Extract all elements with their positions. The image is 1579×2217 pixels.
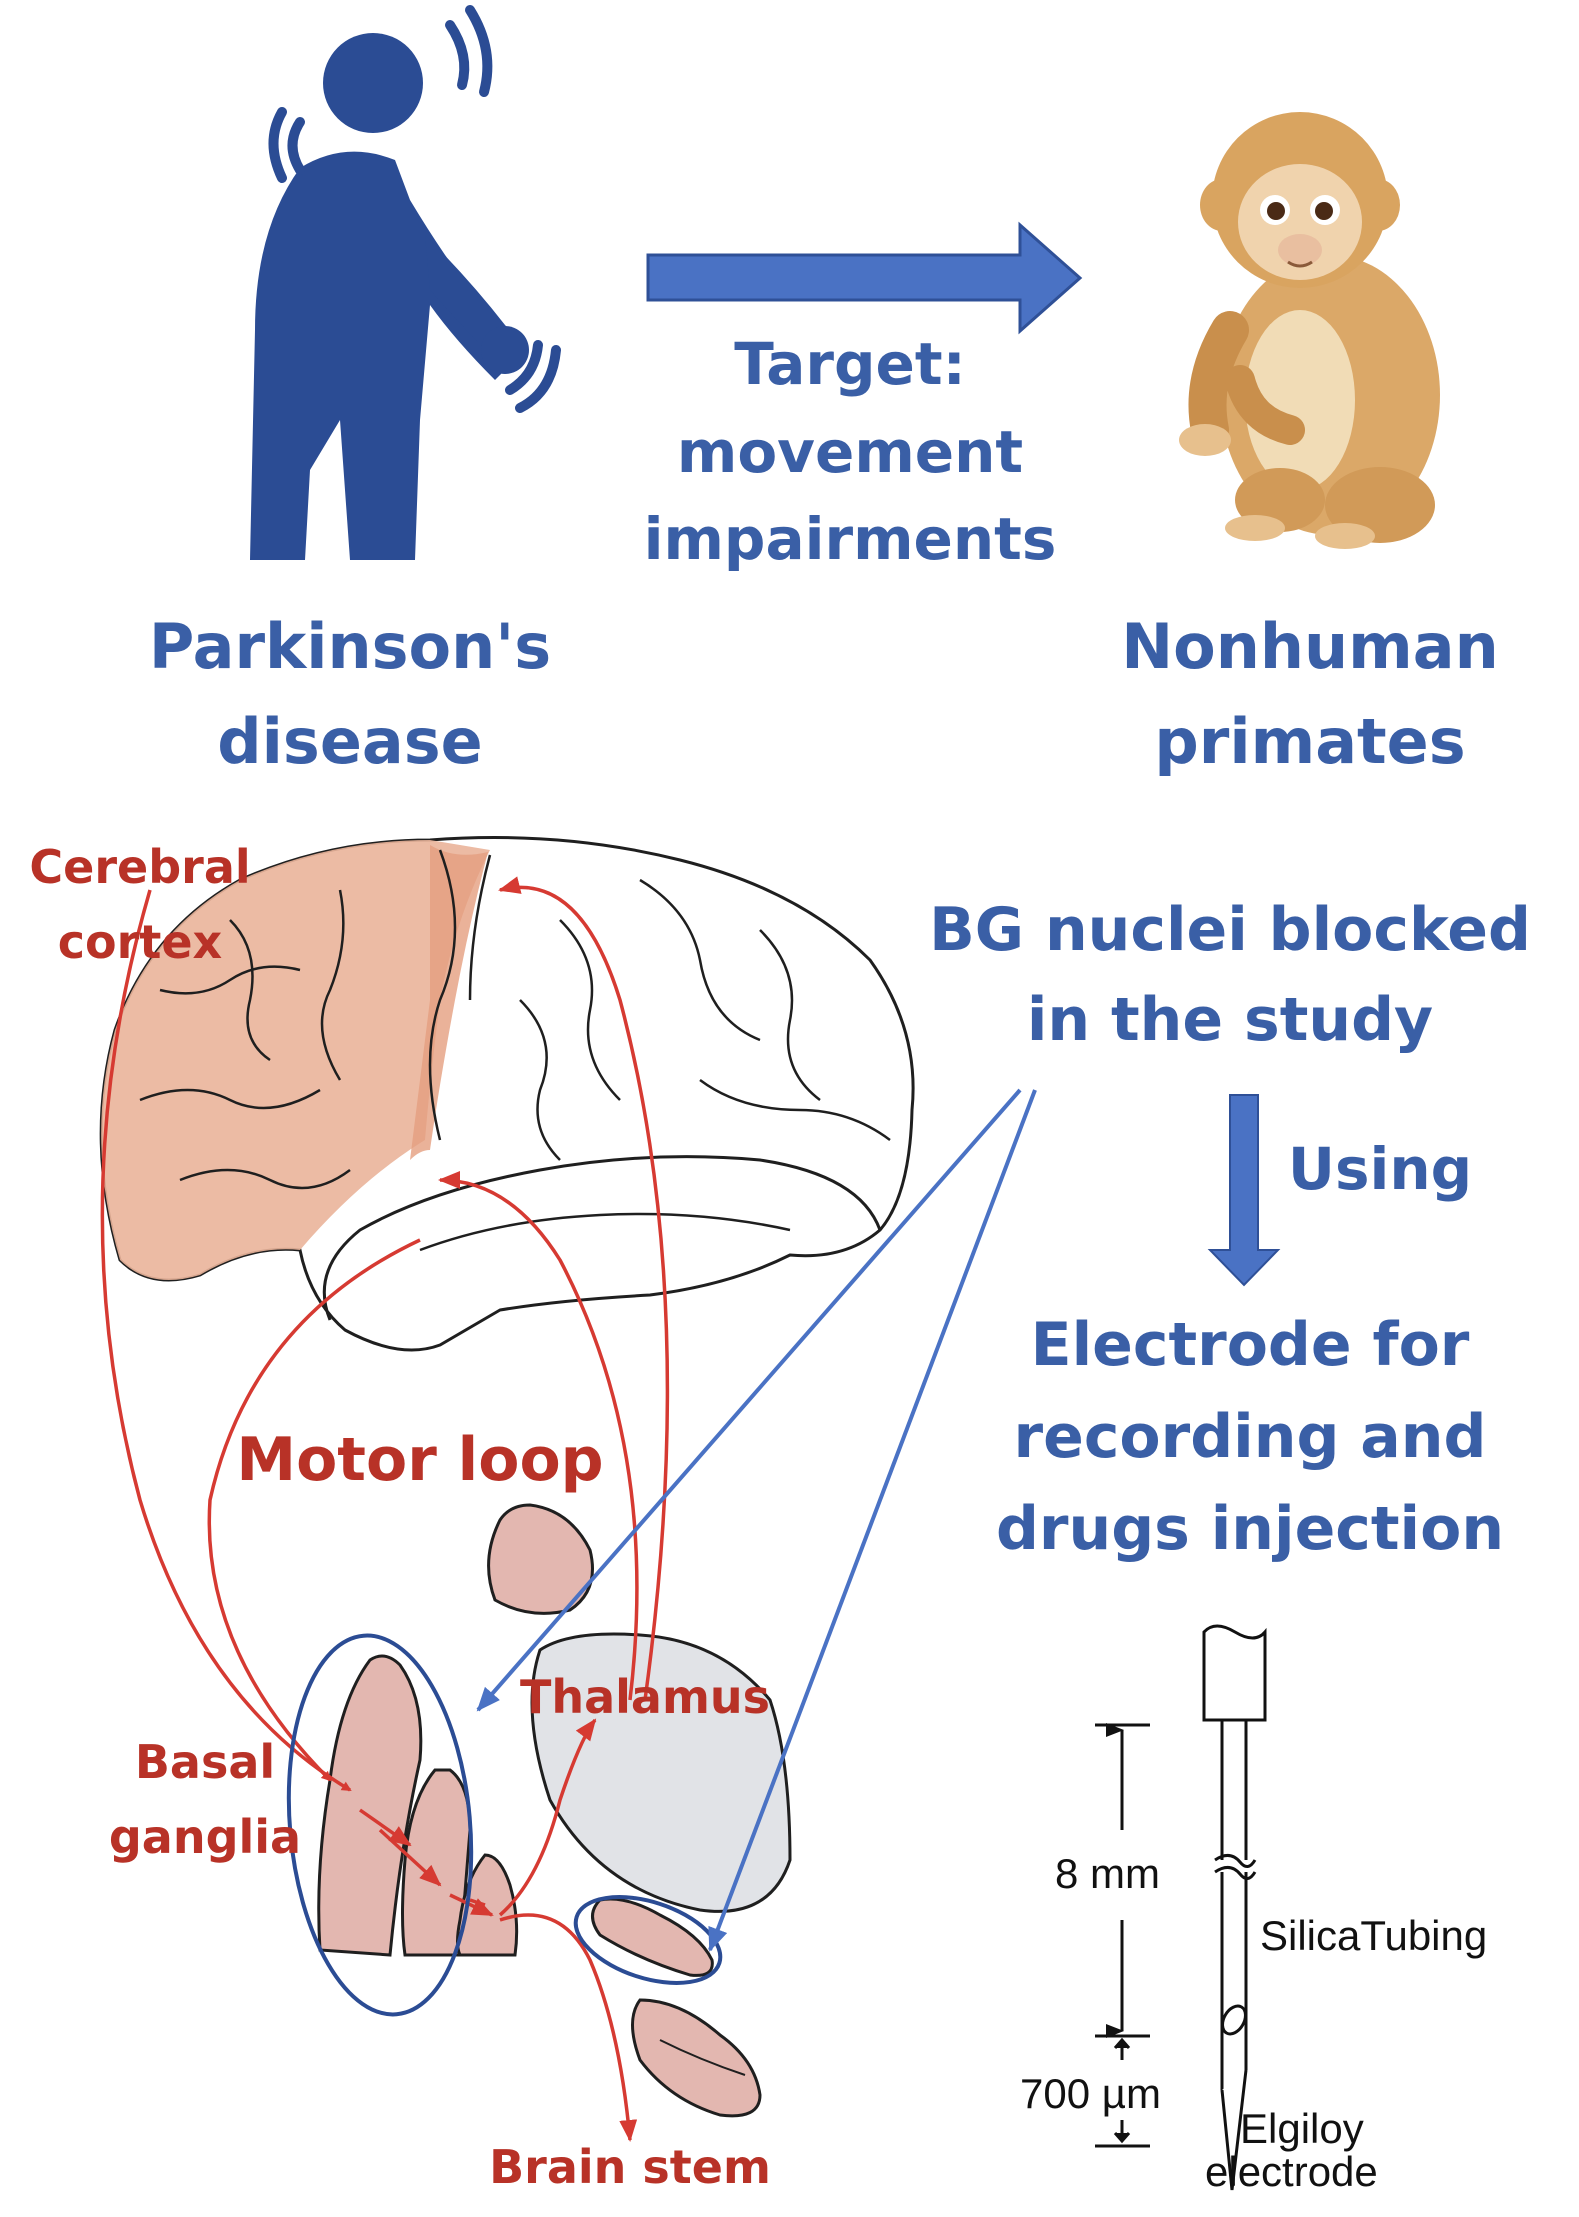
basal-ganglia-label-line1: Basal xyxy=(134,1735,276,1789)
basal-ganglia-label-line2: ganglia xyxy=(108,1810,302,1864)
elgiloy-label-line1: Elgiloy xyxy=(1240,2105,1364,2152)
brain-stem-label: Brain stem xyxy=(489,2140,771,2194)
nonhuman-label-line2: primates xyxy=(1154,705,1466,778)
target-arrow xyxy=(646,221,1083,335)
motor-loop-label: Motor loop xyxy=(236,1425,604,1495)
parkinsons-label-line1: Parkinson's xyxy=(148,610,552,683)
silica-tubing-label: SilicaTubing xyxy=(1260,1912,1488,1959)
electrode-label-line2: recording and xyxy=(1013,1402,1487,1472)
dimension-8mm-label: 8 mm xyxy=(1055,1850,1160,1897)
nonhuman-label-line1: Nonhuman xyxy=(1121,610,1499,683)
bg-blocked-label-line2: in the study xyxy=(1026,985,1434,1055)
target-label-line1: Target: xyxy=(734,330,966,398)
dimension-700um-label: 700 µm xyxy=(1020,2070,1161,2117)
elgiloy-label-line2: electrode xyxy=(1205,2148,1378,2195)
electrode-diagram-icon xyxy=(1095,1624,1267,2191)
motor-loop-arrows xyxy=(100,876,670,2142)
electrode-label-line3: drugs injection xyxy=(995,1494,1505,1564)
brain-diagram-icon xyxy=(99,836,915,1352)
bg-pointer-arrows xyxy=(476,1088,1037,1952)
parkinsons-label-line2: disease xyxy=(217,705,483,778)
cerebral-cortex-label-line1: Cerebral xyxy=(29,840,251,894)
using-label: Using xyxy=(1287,1135,1473,1203)
cerebral-cortex-label-line2: cortex xyxy=(57,915,223,969)
blocked-nuclei-highlights xyxy=(286,1633,723,2017)
parkinsons-person-icon xyxy=(250,5,561,560)
subcortical-nuclei xyxy=(317,1503,792,2118)
using-arrow xyxy=(1207,1094,1281,1287)
monkey-icon xyxy=(1179,112,1440,549)
bg-blocked-label-line1: BG nuclei blocked xyxy=(929,895,1531,965)
electrode-label-line1: Electrode for xyxy=(1030,1310,1470,1380)
thalamus-label: Thalamus xyxy=(519,1670,771,1724)
target-label-line3: impairments xyxy=(643,505,1057,573)
target-label-line2: movement xyxy=(676,418,1024,486)
